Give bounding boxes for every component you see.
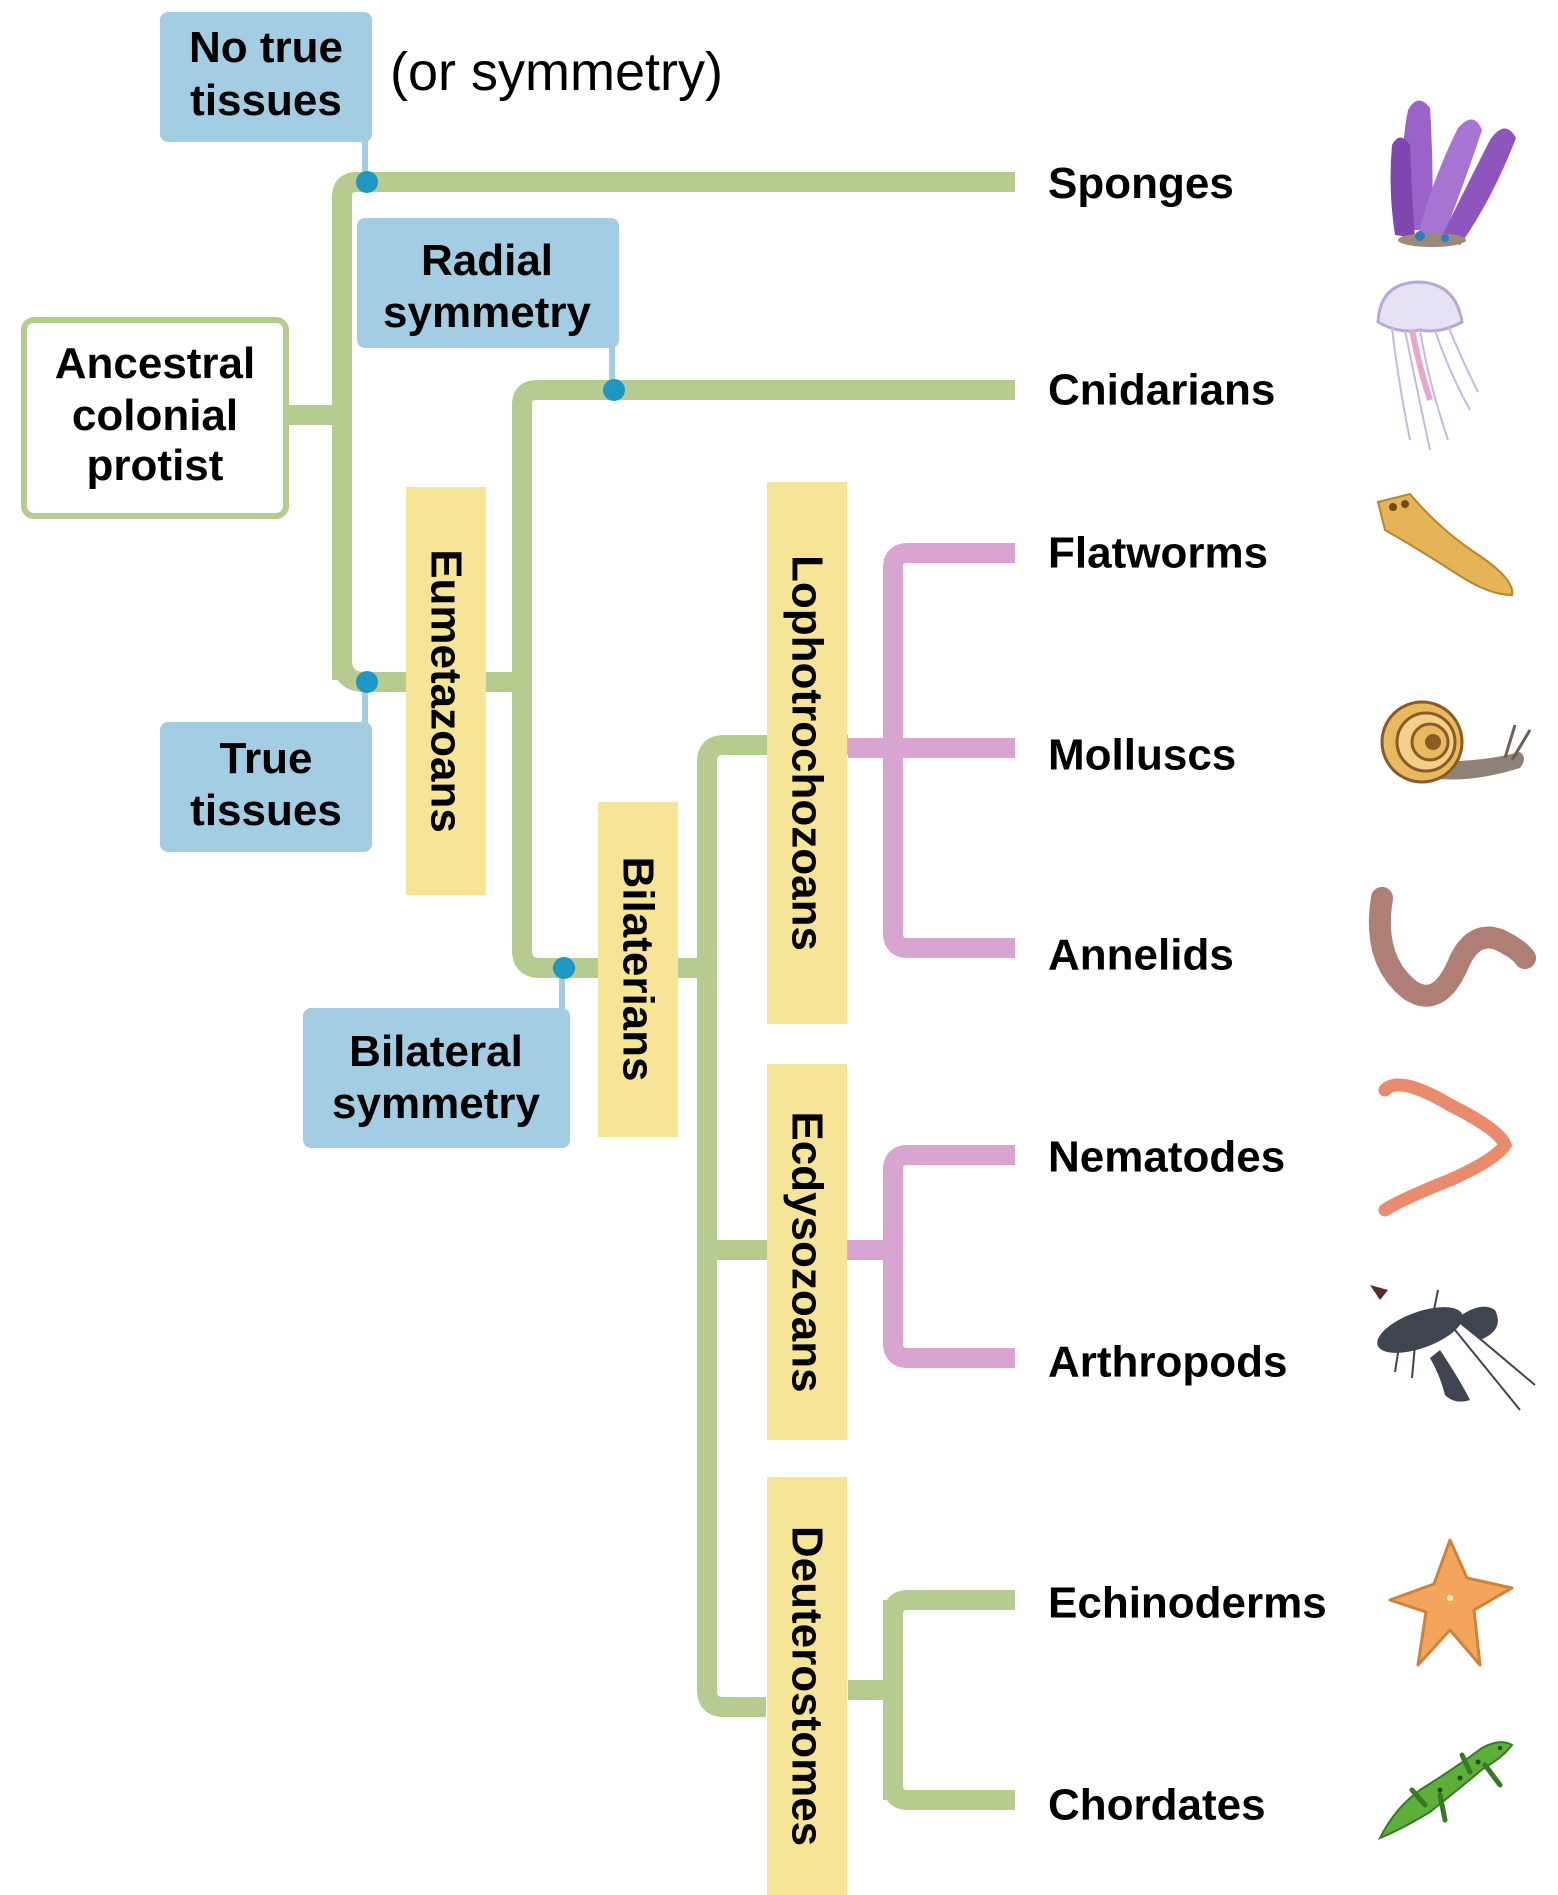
taxon-label-sponges: Sponges [1048,159,1234,208]
trait-label-line2: tissues [190,786,342,835]
trait-label-line1: True [220,734,313,783]
branch-to-flatworms [893,553,1015,748]
taxon-label-chordates: Chordates [1048,1781,1266,1830]
earthworm-icon [1380,898,1525,996]
root-label-line3: protist [87,441,224,490]
clade-bilaterians: Bilaterians [598,802,678,1137]
snail-icon [1382,702,1530,782]
trait-note: (or symmetry) [390,42,723,102]
trait-label-line2: symmetry [383,288,591,337]
branch-to-annelids [893,748,1015,948]
trait-radial-symmetry: Radial symmetry [357,218,625,401]
taxon-label-annelids: Annelids [1048,931,1234,980]
clade-label: Eumetazoans [422,549,471,833]
taxon-label-nematodes: Nematodes [1048,1133,1285,1182]
clade-label: Ecdysozoans [783,1111,832,1392]
taxon-labels: Sponges Cnidarians Flatworms Molluscs An… [1048,159,1327,1830]
jellyfish-icon [1378,282,1478,450]
clade-label: Deuterostomes [783,1526,832,1846]
nematode-icon [1385,1085,1505,1210]
taxon-label-arthropods: Arthropods [1048,1338,1288,1387]
branch-to-echinoderms [893,1600,1015,1800]
trait-label-line1: No true [189,23,343,72]
trait-label-line1: Radial [421,236,553,285]
trait-bilateral-symmetry: Bilateral symmetry [303,957,575,1148]
taxon-label-cnidarians: Cnidarians [1048,366,1275,415]
clade-eumetazoans: Eumetazoans [406,487,486,895]
root-label-line2: colonial [72,391,238,440]
pink-branches [848,553,1015,1358]
clade-ecdysozoans: Ecdysozoans [767,1064,847,1440]
root-label-line1: Ancestral [55,339,256,388]
trait-label-line2: tissues [190,76,342,125]
trait-label-line1: Bilateral [349,1027,523,1076]
trait-true-tissues: True tissues [160,671,378,852]
taxon-label-echinoderms: Echinoderms [1048,1579,1327,1628]
flatworm-icon [1378,494,1512,595]
clade-label: Lophotrochozoans [783,555,832,951]
branch-bilateria-main [707,968,766,1707]
branch-to-nematodes [893,1155,1015,1250]
root-ancestral-colonial-protist: Ancestral colonial protist [24,320,286,516]
trait-no-true-tissues: No true tissues (or symmetry) [160,12,723,193]
node-dot [356,671,378,693]
salamander-icon [1380,1742,1512,1838]
node-dot [603,379,625,401]
sponge-icon [1391,100,1516,247]
clade-deuterostomes: Deuterostomes [767,1477,847,1895]
taxon-label-flatworms: Flatworms [1048,529,1268,578]
trait-label-line2: symmetry [332,1079,540,1128]
branch-to-arthropods [893,1250,1015,1358]
node-dot [553,957,575,979]
branch-to-chordates [893,1600,1015,1800]
lobster-icon [1370,1285,1535,1410]
taxon-label-molluscs: Molluscs [1048,731,1236,780]
starfish-icon [1390,1540,1512,1665]
node-dot [356,171,378,193]
clade-lophotrochozoans: Lophotrochozoans [767,482,847,1024]
clade-label: Bilaterians [614,857,663,1082]
